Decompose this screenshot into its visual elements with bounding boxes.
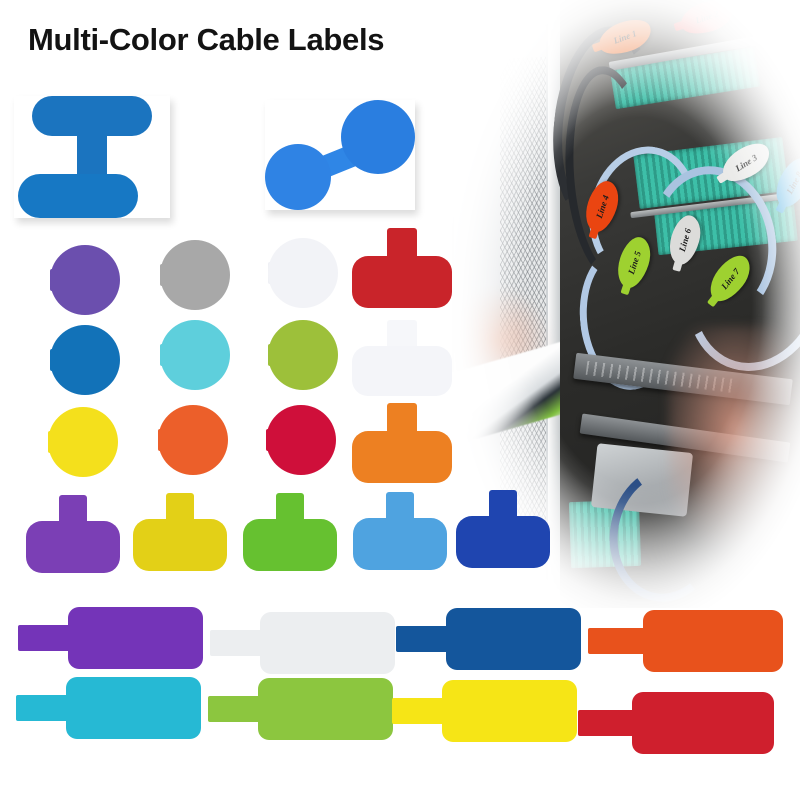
label-t-tag-purple [26, 495, 120, 573]
label-body [243, 519, 337, 571]
label-body [442, 680, 577, 742]
line-tag-label: Line 8 [784, 169, 800, 196]
label-body [632, 692, 774, 754]
label-lollipop-turquoise [160, 320, 230, 390]
label-lollipop-blue [50, 325, 120, 395]
line-tag-label: Line 3 [733, 151, 759, 174]
label-body [260, 612, 395, 674]
label-t-tag-light-blue [353, 492, 447, 570]
hook-loop-sample-dumbbell [265, 100, 415, 210]
line-tag-nub [591, 41, 604, 53]
line-tag-nub [673, 20, 686, 32]
label-body [66, 677, 201, 739]
line-tag-label: Line 7 [718, 266, 742, 291]
label-lollipop-crimson [266, 405, 336, 475]
label-head [160, 320, 230, 390]
label-body [352, 346, 452, 396]
label-t-tag-white [352, 320, 452, 396]
line-tag-label: Line 5 [625, 249, 643, 276]
label-head [266, 405, 336, 475]
label-paddle-lime-green [208, 678, 393, 740]
label-body [352, 431, 452, 483]
label-lollipop-orange [158, 405, 228, 475]
label-t-tag-green [243, 493, 337, 571]
label-head [158, 405, 228, 475]
label-paddle-orange [588, 610, 783, 672]
label-head [48, 407, 118, 477]
label-paddle-purple [18, 607, 203, 669]
hook-loop-ball-small [265, 144, 331, 210]
label-body [643, 610, 783, 672]
label-body [446, 608, 581, 670]
label-lollipop-olive-green [268, 320, 338, 390]
label-body [352, 256, 452, 308]
label-lollipop-white [268, 238, 338, 308]
label-head [160, 240, 230, 310]
label-body [353, 518, 447, 570]
technician-hand-lower [668, 326, 800, 556]
label-paddle-cyan [16, 677, 201, 739]
label-body [68, 607, 203, 669]
label-lollipop-purple [50, 245, 120, 315]
hook-loop-ball-large [341, 100, 415, 174]
label-head [50, 245, 120, 315]
label-lollipop-yellow [48, 407, 118, 477]
label-head [268, 238, 338, 308]
hook-loop-bottom-bar [18, 174, 138, 218]
label-lollipop-gray [160, 240, 230, 310]
label-body [456, 516, 550, 568]
label-body [26, 521, 120, 573]
label-paddle-yellow [392, 680, 577, 742]
label-tail [588, 628, 650, 654]
label-tail [578, 710, 640, 736]
line-tag-label: Line 6 [676, 227, 694, 253]
label-t-tag-orange [352, 403, 452, 483]
label-paddle-white [210, 612, 395, 674]
label-head [268, 320, 338, 390]
hook-loop-sample-i-shape [14, 96, 170, 218]
label-paddle-red [578, 692, 774, 754]
line-tag-label: Line 2 [694, 8, 720, 26]
line-tag-label: Line 4 [593, 193, 611, 220]
page-title: Multi-Color Cable Labels [28, 22, 385, 57]
rack-interior [543, 0, 800, 608]
label-body [258, 678, 393, 740]
line-tag-label: Line 1 [612, 28, 638, 46]
label-body [133, 519, 227, 571]
label-head [50, 325, 120, 395]
label-t-tag-yellow [133, 493, 227, 571]
label-t-tag-dark-blue [456, 490, 550, 568]
label-paddle-navy [396, 608, 581, 670]
label-t-tag-red [352, 228, 452, 308]
